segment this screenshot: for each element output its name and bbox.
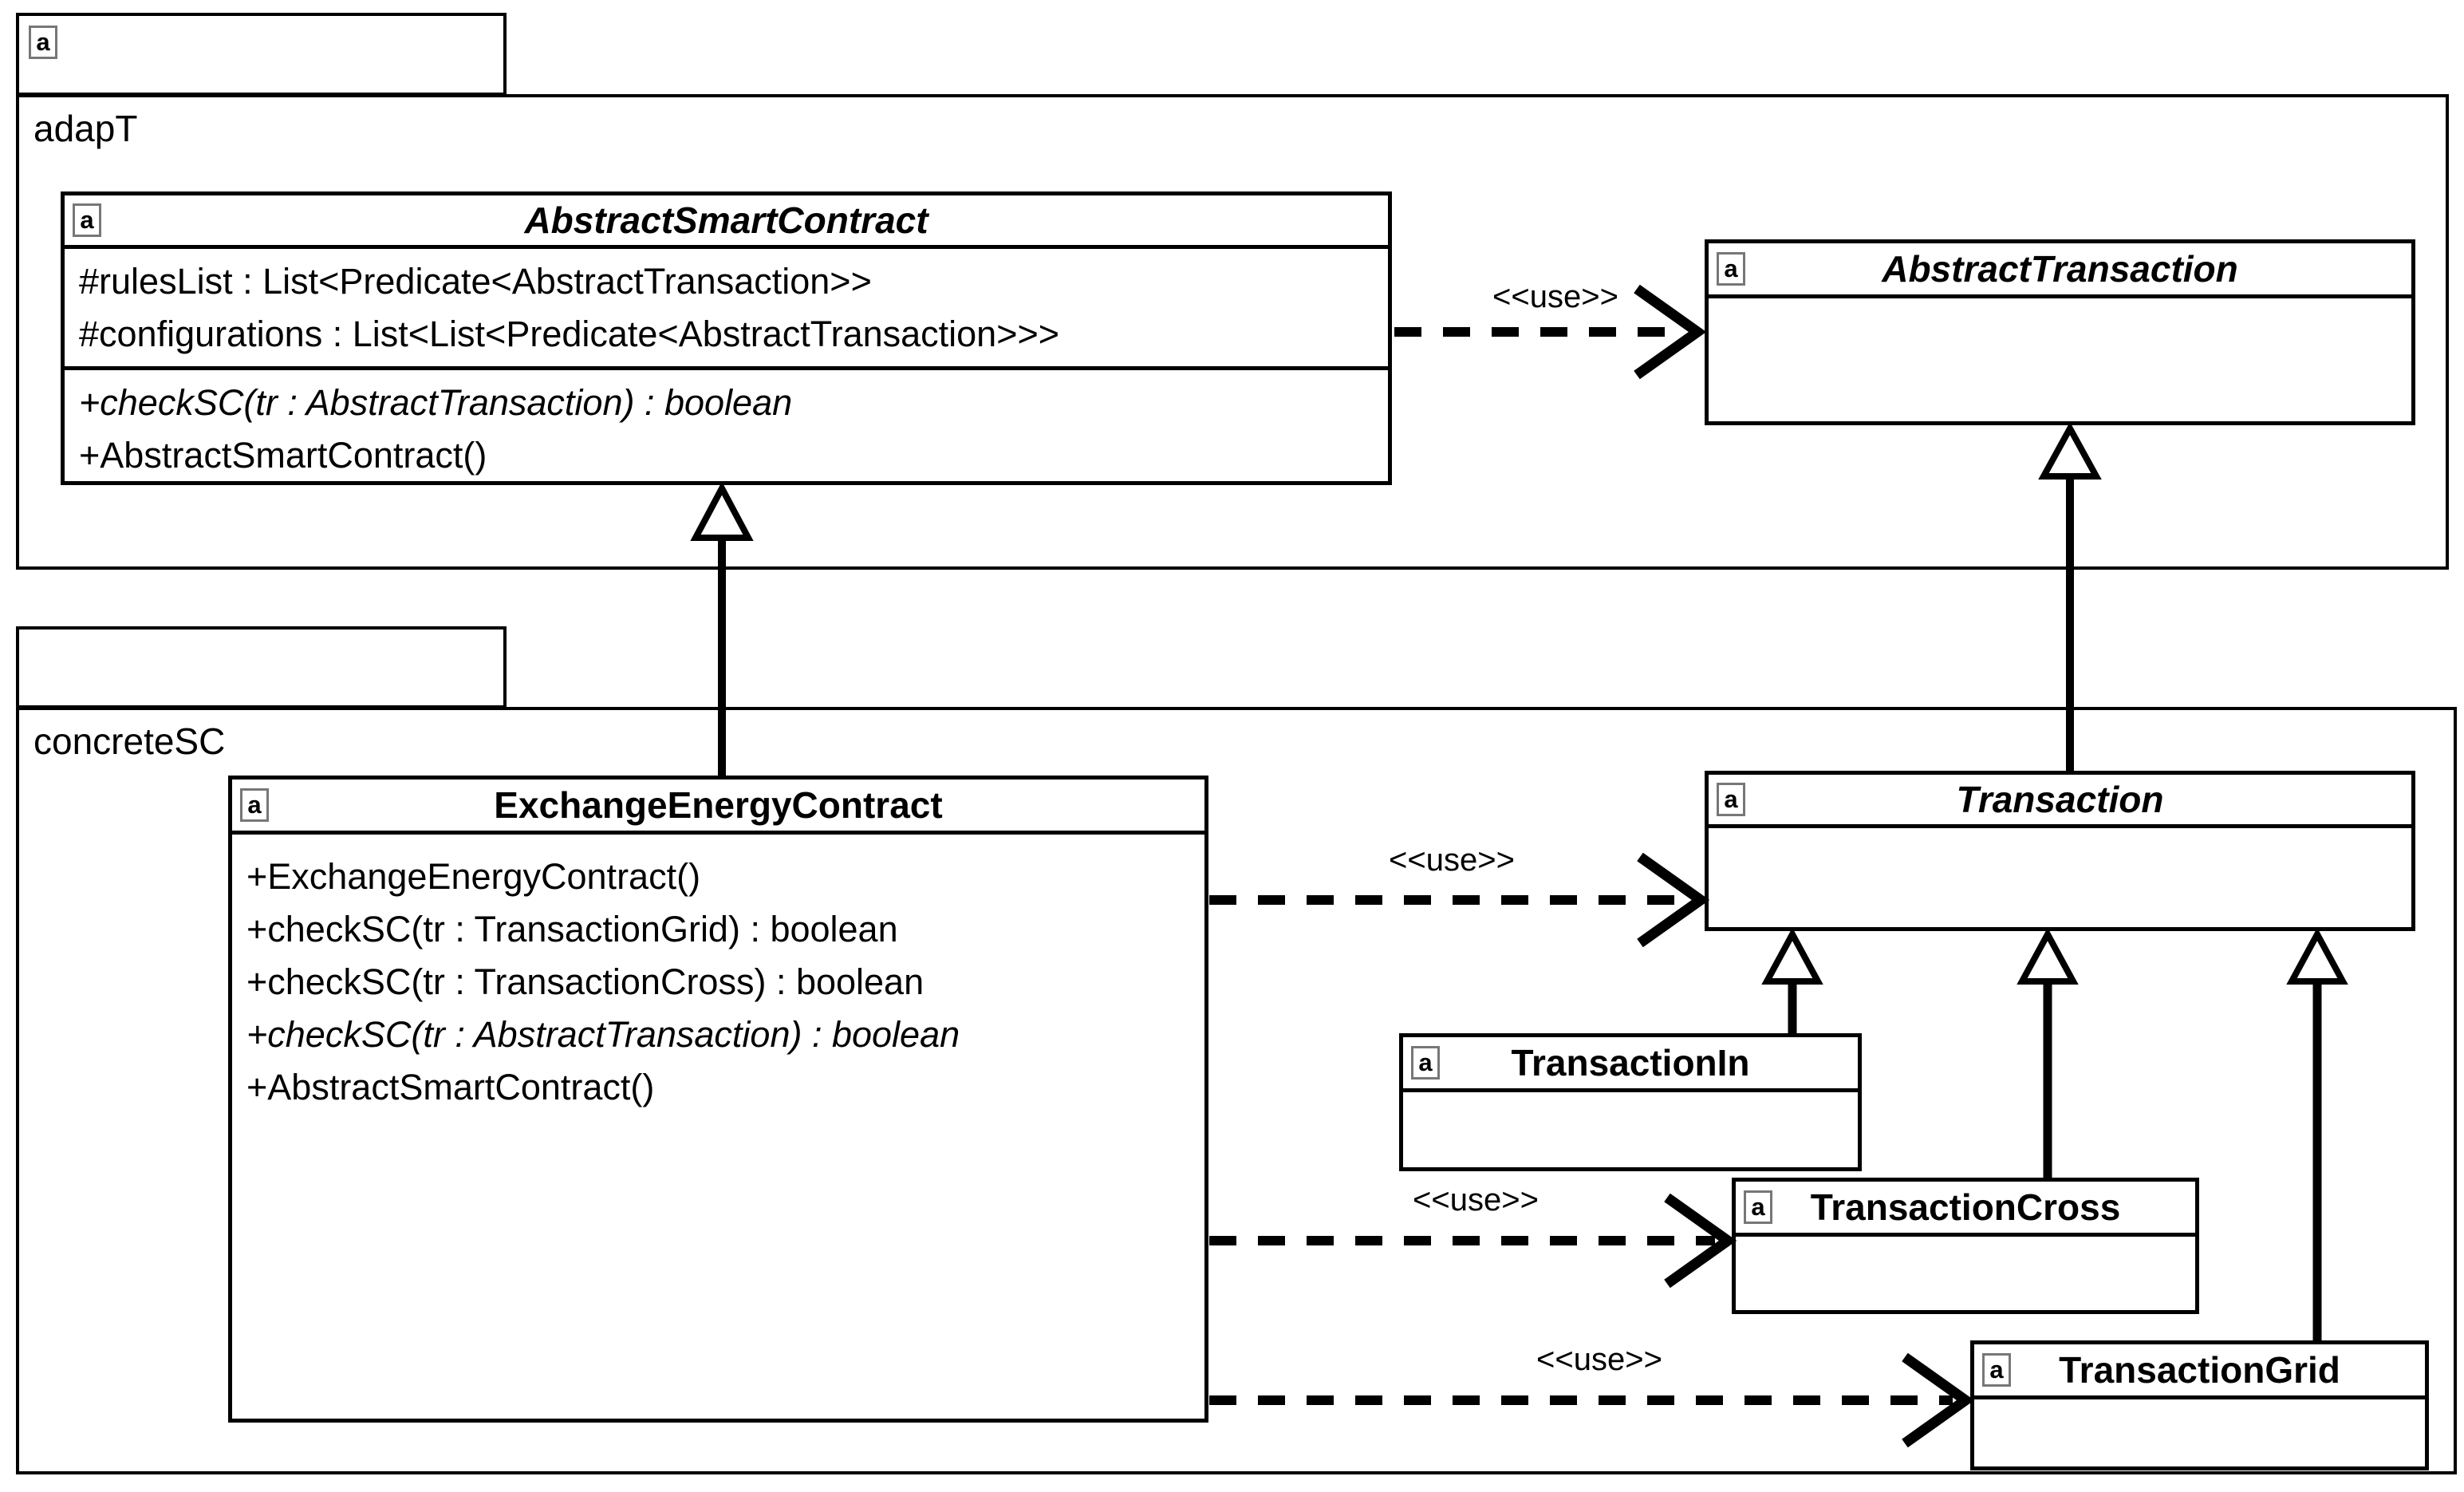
use-stereotype-label: <<use>> <box>1413 1182 1539 1218</box>
method: +checkSC(tr : TransactionGrid) : boolean <box>246 909 898 949</box>
package-tab-adapT[interactable]: a <box>16 13 507 96</box>
annotation-icon: a <box>29 26 57 59</box>
use-stereotype-label: <<use>> <box>1389 843 1515 878</box>
package-label-concreteSC: concreteSC <box>34 720 226 762</box>
annotation-icon: a <box>1411 1046 1440 1080</box>
attributes-compartment: #rulesList : List<Predicate<AbstractTran… <box>65 245 1388 366</box>
class-name: AbstractTransaction <box>1882 248 2238 290</box>
class-name: ExchangeEnergyContract <box>494 784 943 826</box>
annotation-icon: a <box>73 203 101 237</box>
method: +checkSC(tr : AbstractTransaction) : boo… <box>246 1014 960 1055</box>
method: +AbstractSmartContract() <box>246 1067 655 1107</box>
attribute: #rulesList : List<Predicate<AbstractTran… <box>79 261 872 302</box>
class-transaction[interactable]: a Transaction <box>1705 771 2415 931</box>
method: +ExchangeEnergyContract() <box>246 856 701 897</box>
class-name: TransactionCross <box>1810 1186 2121 1228</box>
method: +checkSC(tr : TransactionCross) : boolea… <box>246 961 924 1002</box>
empty-compartment <box>1709 294 2411 421</box>
empty-compartment <box>1974 1395 2425 1466</box>
annotation-icon: a <box>1717 783 1745 816</box>
class-name: AbstractSmartContract <box>524 199 928 241</box>
empty-compartment <box>1709 824 2411 927</box>
package-label-adapT: adapT <box>34 108 138 149</box>
class-name: TransactionIn <box>1511 1042 1750 1083</box>
annotation-icon: a <box>240 788 269 822</box>
use-stereotype-label: <<use>> <box>1492 279 1618 314</box>
use-stereotype-label: <<use>> <box>1536 1342 1662 1377</box>
package-tab-concreteSC[interactable] <box>16 626 507 709</box>
class-name: TransactionGrid <box>2059 1349 2340 1391</box>
annotation-icon: a <box>1744 1190 1772 1224</box>
empty-compartment <box>1736 1233 2195 1310</box>
class-exchange-energy-contract[interactable]: a ExchangeEnergyContract +ExchangeEnergy… <box>228 776 1208 1423</box>
class-transaction-in[interactable]: a TransactionIn <box>1399 1033 1862 1171</box>
method: +checkSC(tr : AbstractTransaction) : boo… <box>79 382 793 423</box>
class-transaction-cross[interactable]: a TransactionCross <box>1732 1178 2199 1314</box>
annotation-icon: a <box>1717 252 1745 286</box>
annotation-icon: a <box>1982 1353 2011 1387</box>
class-transaction-grid[interactable]: a TransactionGrid <box>1970 1340 2429 1470</box>
methods-compartment: +ExchangeEnergyContract() +checkSC(tr : … <box>232 831 1204 1419</box>
class-name: Transaction <box>1956 779 2164 820</box>
methods-compartment: +checkSC(tr : AbstractTransaction) : boo… <box>65 366 1388 488</box>
class-abstract-smart-contract[interactable]: a AbstractSmartContract #rulesList : Lis… <box>61 191 1392 485</box>
class-abstract-transaction[interactable]: a AbstractTransaction <box>1705 239 2415 425</box>
method: +AbstractSmartContract() <box>79 435 487 476</box>
attribute: #configurations : List<List<Predicate<Ab… <box>79 314 1060 354</box>
empty-compartment <box>1403 1088 1858 1167</box>
